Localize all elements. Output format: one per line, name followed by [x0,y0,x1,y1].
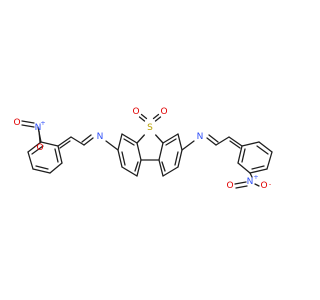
right-nitro-bonds [234,181,260,189]
molecule-diagram: S O O N N N + O O - N + O O - [13,107,273,191]
nitro-oxygen-right-single-charge: - [269,180,272,188]
molecule-svg: S O O N N N + O O - N + O O - [13,107,273,191]
sulfonyl-bonds [138,113,162,122]
nitro-oxygen-left-double-label: O [13,118,20,128]
nitro-nitrogen-left-charge: + [40,119,45,127]
imine-nitrogen-right-label: N [197,132,204,142]
central-ring-bonds [136,134,164,161]
nitro-nitrogen-right-label: N [247,177,254,187]
left-benzene-ring [117,133,142,177]
imine-nitrogen-left-label: N [97,132,104,142]
nitro-oxygen-right-double-label: O [226,181,233,191]
right-nitrophenyl-ring [237,141,273,178]
nitro-oxygen-right-single-label: O [260,181,267,191]
nitro-nitrogen-left-label: N [35,123,42,133]
left-nitrophenyl-ring [27,126,63,174]
right-chain-bonds [181,134,243,151]
sulfonyl-oxygen-left-label: O [132,107,139,117]
sulfonyl-oxygen-right-label: O [160,107,167,117]
nitro-nitrogen-right-charge: + [253,173,258,181]
left-nitro-bonds [21,120,41,143]
right-benzene-ring [158,133,183,177]
nitro-oxygen-left-single-charge: - [34,142,37,150]
left-chain-bonds [57,134,119,151]
nitro-oxygen-left-single-label: O [36,143,43,153]
sulfur-atom-label: S [147,123,153,133]
atom-labels: S O O N N N + O O - N + O O - [13,107,271,191]
